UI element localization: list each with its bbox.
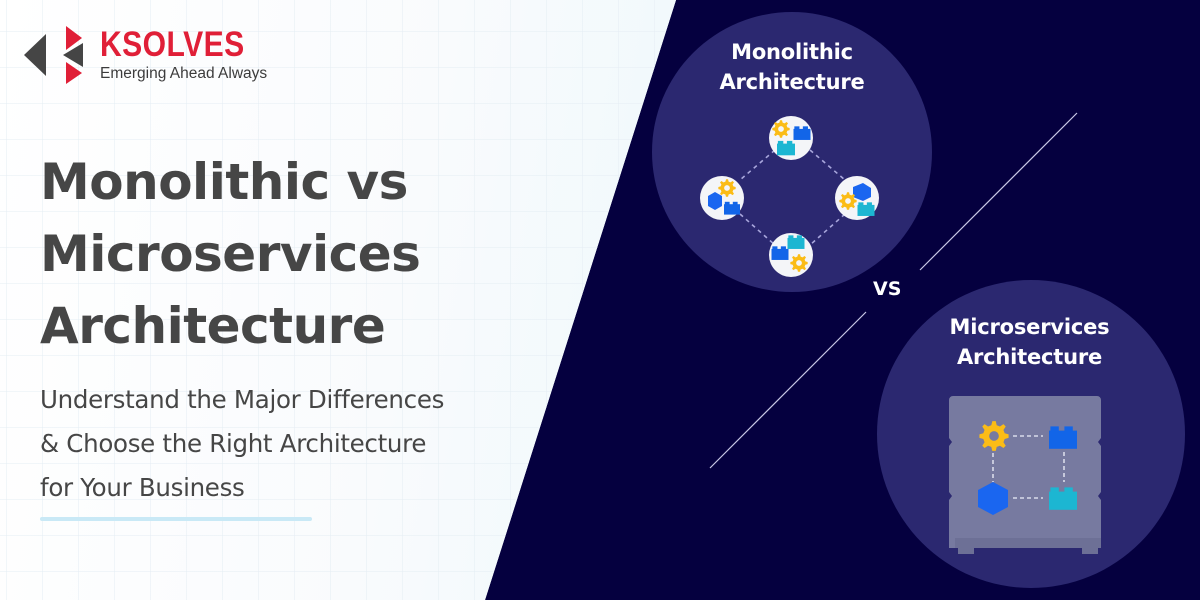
title-line-1: Monolithic vs: [40, 153, 408, 211]
logo-wordmark: KSOLVES: [100, 25, 245, 64]
service-gear-icon: [979, 421, 1009, 451]
title-line-3: Architecture: [40, 297, 386, 355]
monolithic-title-line-2: Architecture: [719, 70, 865, 94]
monolithic-title-line-1: Monolithic: [731, 40, 853, 64]
microservices-title: Microservices Architecture: [917, 312, 1142, 372]
accent-underline: [40, 517, 312, 521]
microservices-title-line-1: Microservices: [949, 315, 1110, 339]
ksolves-logo[interactable]: KSOLVES Emerging Ahead Always: [24, 24, 268, 86]
divider-line-upper: [919, 112, 1078, 271]
title-line-2: Microservices: [40, 225, 421, 283]
subtitle-line-1: Understand the Major Differences: [40, 385, 445, 414]
server-rack-icon: [949, 396, 1101, 554]
service-hexagon-icon: [978, 482, 1008, 515]
monolithic-title: Monolithic Architecture: [692, 37, 892, 97]
monolithic-node-bottom: [769, 233, 813, 277]
divider-line-lower: [709, 311, 867, 469]
logo-tagline: Emerging Ahead Always: [100, 65, 268, 82]
vs-label: VS: [873, 278, 902, 300]
monolithic-node-top: [769, 116, 813, 160]
monolithic-node-right: [835, 176, 879, 220]
microservices-title-line-2: Architecture: [956, 345, 1103, 369]
page-title: Monolithic vs Microservices Architecture: [40, 146, 421, 362]
subtitle-line-3: for Your Business: [40, 473, 245, 502]
page-subtitle: Understand the Major Differences & Choos…: [40, 378, 444, 510]
ksolves-logo-mark: [24, 26, 83, 84]
subtitle-line-2: & Choose the Right Architecture: [40, 429, 427, 458]
monolithic-node-left: [700, 176, 744, 220]
